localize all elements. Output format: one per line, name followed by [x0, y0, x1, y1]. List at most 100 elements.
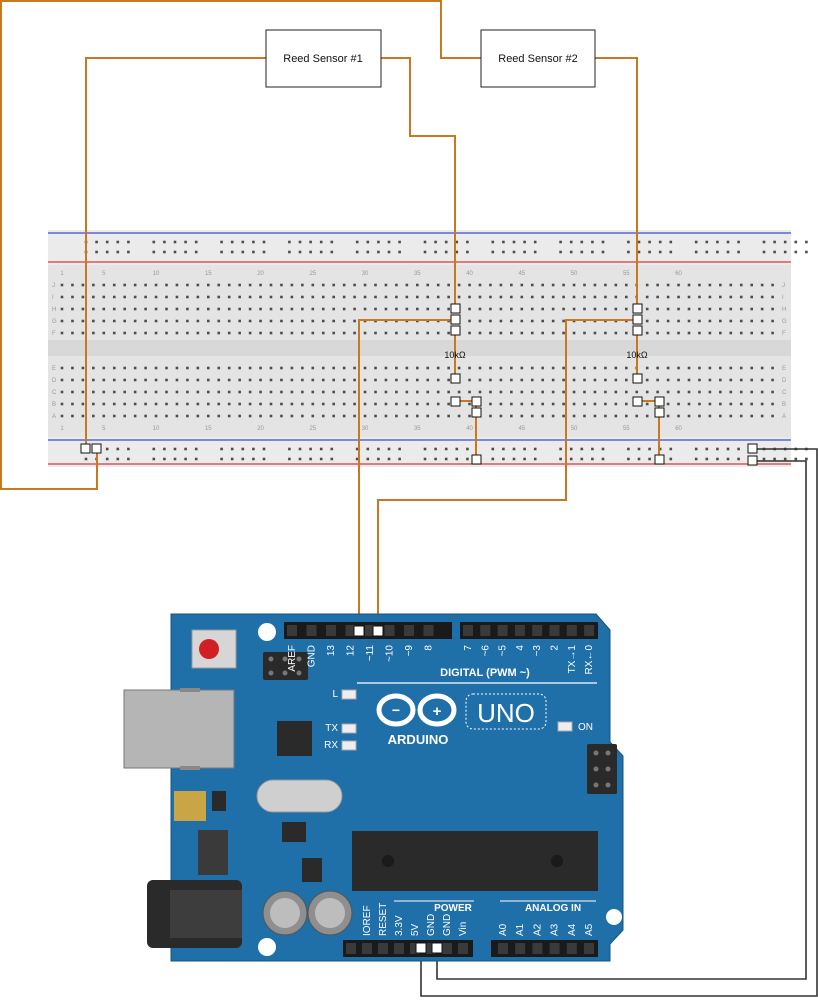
rail-hole [533, 240, 537, 244]
wire-board-to-pin12 [377, 319, 637, 631]
breadboard-hole [374, 307, 377, 311]
breadboard-hole [60, 414, 64, 418]
rail-hole [694, 457, 698, 461]
breadboard-hole [196, 378, 200, 382]
breadboard-hole [447, 283, 450, 287]
rail-hole [658, 250, 662, 254]
breadboard-hole [71, 307, 74, 311]
breadboard-hole [604, 295, 607, 299]
breadboard-hole [416, 307, 419, 311]
breadboard-hole [760, 283, 764, 287]
rail-hole [184, 250, 187, 254]
breadboard-hole [384, 378, 388, 382]
breadboard-hole [133, 366, 137, 370]
breadboard-hole [687, 366, 691, 370]
breadboard-hole [771, 402, 774, 406]
breadboard-hole [332, 307, 335, 311]
rail-hole [241, 240, 245, 244]
breadboard-hole [426, 295, 430, 299]
wire-gnd-to-rail [436, 460, 807, 980]
uno-badge [465, 693, 547, 730]
rail-hole [355, 457, 359, 461]
rail-hole [523, 240, 526, 244]
rail-hole [512, 447, 516, 451]
breadboard-hole [687, 402, 691, 406]
usb-connector [123, 689, 235, 769]
breadboard-hole [290, 331, 294, 335]
breadboard-hole [510, 283, 513, 287]
breadboard-hole [165, 366, 168, 370]
header-socket [326, 625, 336, 636]
breadboard-hole [760, 319, 764, 323]
breadboard-hole [468, 295, 471, 299]
junction-square [654, 396, 665, 407]
rail-hole [805, 250, 808, 254]
rail-hole [705, 250, 709, 254]
breadboard-hole [175, 295, 179, 299]
header-socket [463, 625, 473, 636]
breadboard-hole [144, 378, 147, 382]
breadboard-hole [353, 307, 356, 311]
rail-hole [580, 447, 584, 451]
breadboard-hole [154, 378, 158, 382]
breadboard-hole [593, 331, 597, 335]
breadboard-hole [625, 390, 628, 394]
breadboard-hole [363, 331, 367, 335]
breadboard-hole [593, 378, 597, 382]
row-label-right: C [782, 390, 787, 396]
breadboard-hole [698, 414, 701, 418]
breadboard-hole [593, 390, 597, 394]
breadboard-hole [395, 366, 398, 370]
header-socket [566, 943, 577, 954]
breadboard-hole [593, 414, 597, 418]
breadboard-hole [468, 402, 471, 406]
breadboard-hole [760, 307, 764, 311]
row-label-right: F [782, 331, 786, 337]
header-socket [346, 943, 356, 954]
breadboard-hole [698, 378, 701, 382]
breadboard-hole [321, 295, 325, 299]
breadboard-hole [666, 378, 670, 382]
breadboard-hole [207, 319, 210, 323]
breadboard-hole [614, 307, 618, 311]
breadboard-hole [551, 366, 555, 370]
rail-hole [152, 240, 156, 244]
breadboard-hole [457, 366, 461, 370]
breadboard-hole [165, 378, 168, 382]
breadboard-hole [645, 307, 649, 311]
resistor1-label: 10kΩ [444, 350, 466, 360]
breadboard-hole [551, 390, 555, 394]
breadboard-hole [384, 331, 388, 335]
breadboard-hole [290, 414, 294, 418]
rail-hole [330, 250, 334, 254]
breadboard-hole [499, 378, 503, 382]
breadboard-hole [186, 295, 189, 299]
rail-hole [559, 457, 562, 461]
breadboard-hole [342, 307, 346, 311]
breadboard-hole [698, 283, 701, 287]
breadboard-hole [238, 283, 241, 287]
rail-hole [252, 447, 255, 451]
breadboard-hole [280, 414, 283, 418]
junction-square [91, 443, 102, 454]
breadboard-hole [123, 307, 126, 311]
reed-sensor-1: Reed Sensor #1 [265, 29, 382, 88]
breadboard-hole [290, 390, 294, 394]
header-socket [384, 625, 395, 636]
rail-hole [220, 250, 223, 254]
voltage-regulator [198, 830, 228, 875]
breadboard-hole [92, 414, 95, 418]
rail-hole [559, 240, 562, 244]
rail-hole [241, 250, 245, 254]
breadboard-hole [280, 295, 283, 299]
breadboard-hole [604, 378, 607, 382]
breadboard-hole [489, 402, 492, 406]
breadboard-hole [363, 307, 367, 311]
column-label-bottom: 60 [675, 426, 682, 432]
rail-hole [241, 457, 245, 461]
breadboard-hole [259, 402, 262, 406]
breadboard-hole [259, 319, 262, 323]
rail-hole [355, 240, 359, 244]
breadboard-hole [259, 283, 262, 287]
breadboard-hole [708, 295, 712, 299]
